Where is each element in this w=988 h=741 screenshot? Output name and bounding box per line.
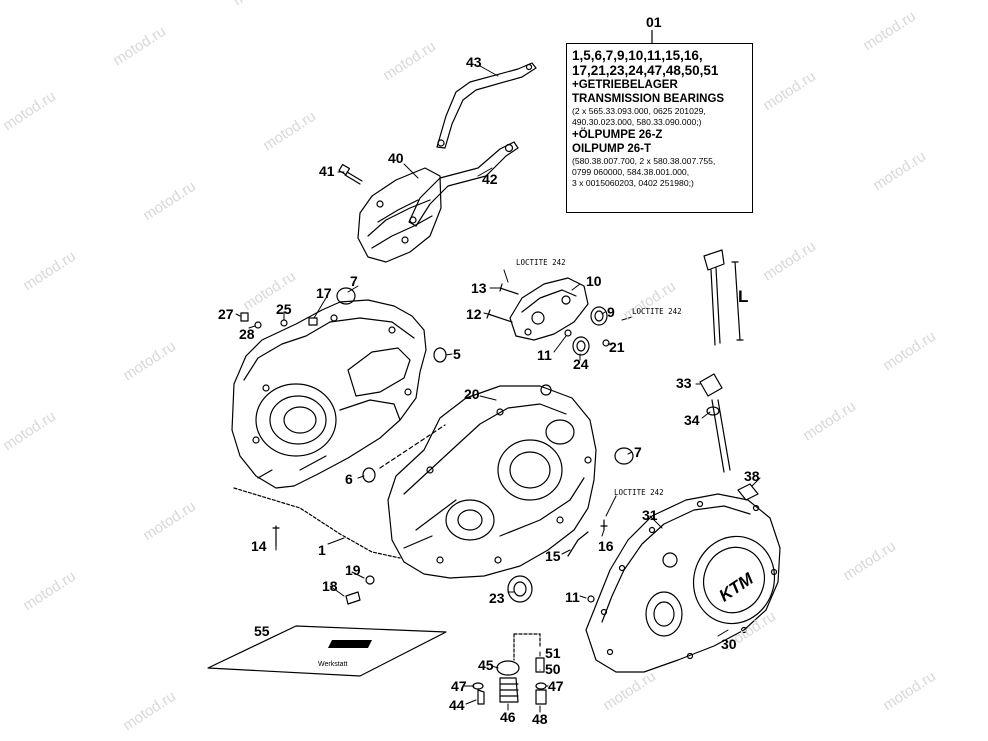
bolt-41-drawing bbox=[338, 163, 363, 185]
screw-16-drawing bbox=[600, 519, 608, 531]
callout-11-top: 11 bbox=[537, 347, 552, 363]
callout-51: 51 bbox=[545, 645, 561, 661]
oil-filler-cap-drawing bbox=[699, 373, 731, 473]
info-line: (580.38.007.700, 2 x 580.38.007.755, bbox=[572, 156, 716, 166]
loctite-label: LOCTITE 242 bbox=[632, 307, 682, 316]
callout-24: 24 bbox=[573, 356, 589, 372]
callout-13: 13 bbox=[471, 280, 487, 296]
pin-14-drawing bbox=[272, 525, 280, 547]
callout-1: 1 bbox=[318, 542, 326, 558]
bracket-43-drawing bbox=[436, 62, 537, 149]
callout-15: 15 bbox=[545, 548, 561, 564]
callout-23: 23 bbox=[489, 590, 505, 606]
info-line: 3 x 0015060203, 0402 251980;) bbox=[572, 178, 694, 188]
dashed-guide-line bbox=[379, 424, 446, 469]
dipstick-drawing bbox=[703, 249, 744, 346]
callout-7-right: 7 bbox=[634, 444, 642, 460]
callout-17: 17 bbox=[316, 285, 332, 301]
callout-21: 21 bbox=[609, 339, 625, 355]
callout-6: 6 bbox=[345, 471, 353, 487]
drain-plug-assembly-drawing bbox=[472, 633, 547, 705]
bearing-9-drawing bbox=[590, 306, 608, 326]
clip-38-drawing bbox=[737, 483, 759, 501]
bushing-7-right-drawing bbox=[614, 447, 634, 465]
loctite-label: LOCTITE 242 bbox=[614, 488, 664, 497]
callout-27: 27 bbox=[218, 306, 234, 322]
callout-31: 31 bbox=[642, 507, 658, 523]
callout-50: 50 bbox=[545, 661, 561, 677]
pin-21-drawing bbox=[602, 339, 610, 347]
callout-34: 34 bbox=[684, 412, 700, 428]
callout-10: 10 bbox=[586, 273, 602, 289]
callout-43: 43 bbox=[466, 54, 482, 70]
callout-40: 40 bbox=[388, 150, 404, 166]
callout-20: 20 bbox=[464, 386, 480, 402]
screw-27-drawing bbox=[240, 312, 249, 322]
right-crankcase-drawing bbox=[387, 384, 597, 579]
parts-info-box: 1,5,6,7,9,10,11,15,16, 17,21,23,24,47,48… bbox=[566, 43, 753, 213]
callout-47-left: 47 bbox=[451, 678, 467, 694]
gasket-sheet-drawing bbox=[233, 487, 401, 559]
callout-42: 42 bbox=[482, 171, 498, 187]
dowel-11-drawing bbox=[587, 595, 595, 603]
bearing-23-drawing bbox=[507, 575, 533, 603]
callout-55: 55 bbox=[254, 623, 270, 639]
callout-25: 25 bbox=[276, 301, 292, 317]
hose-15-drawing bbox=[567, 531, 589, 557]
callout-7-top: 7 bbox=[350, 273, 358, 289]
part-17-drawing bbox=[308, 317, 318, 326]
info-line: 17,21,23,24,47,48,50,51 bbox=[572, 63, 719, 78]
dimension-label-L: L bbox=[738, 287, 749, 306]
washer-19-drawing bbox=[365, 575, 375, 585]
callout-5: 5 bbox=[453, 346, 461, 362]
callout-14: 14 bbox=[251, 538, 267, 554]
bolt-13-drawing bbox=[499, 283, 519, 295]
callout-9: 9 bbox=[607, 304, 615, 320]
info-line: OILPUMP 26-T bbox=[572, 143, 652, 155]
info-line: 0799 060000, 584.38.001.000, bbox=[572, 167, 690, 177]
left-crankcase-drawing bbox=[231, 299, 427, 489]
seal-24-drawing bbox=[572, 336, 590, 356]
bushing-7-top-drawing bbox=[336, 287, 356, 305]
callout-48: 48 bbox=[532, 711, 548, 727]
callout-12: 12 bbox=[466, 306, 482, 322]
callout-18: 18 bbox=[322, 578, 338, 594]
callout-47-right: 47 bbox=[548, 678, 564, 694]
info-line: (2 x 565.33.093.000, 0625 201029, bbox=[572, 106, 706, 116]
info-line: 1,5,6,7,9,10,11,15,16, bbox=[572, 48, 703, 63]
info-line: +GETRIEBELAGER bbox=[572, 79, 678, 91]
info-line: TRANSMISSION BEARINGS bbox=[572, 93, 725, 105]
info-box-number: 01 bbox=[646, 14, 662, 30]
svg-text:Werkstatt: Werkstatt bbox=[318, 661, 347, 668]
info-line: +ÖLPUMPE 26-Z bbox=[572, 129, 663, 141]
callout-30: 30 bbox=[721, 636, 737, 652]
sprocket-cover-40-drawing bbox=[357, 167, 442, 263]
manual-55-drawing: Werkstatt bbox=[207, 625, 447, 677]
washer-28-drawing bbox=[254, 321, 262, 329]
callout-41: 41 bbox=[319, 163, 335, 179]
callout-46: 46 bbox=[500, 709, 516, 725]
callout-11-bottom: 11 bbox=[565, 589, 580, 605]
leader-lines bbox=[235, 65, 761, 713]
callout-45: 45 bbox=[478, 657, 494, 673]
pin-11-drawing bbox=[564, 329, 572, 337]
oil-pump-drawing bbox=[509, 277, 589, 341]
callout-16: 16 bbox=[598, 538, 614, 554]
info-line: 490.30.023.000, 580.33.090.000;) bbox=[572, 117, 702, 127]
callout-28: 28 bbox=[239, 326, 255, 342]
plug-18-drawing bbox=[345, 591, 361, 605]
loctite-label: LOCTITE 242 bbox=[516, 258, 566, 267]
callout-33: 33 bbox=[676, 375, 692, 391]
callout-38: 38 bbox=[744, 468, 760, 484]
part-6-drawing bbox=[362, 467, 376, 483]
callout-44: 44 bbox=[449, 697, 465, 713]
callout-19: 19 bbox=[345, 562, 361, 578]
